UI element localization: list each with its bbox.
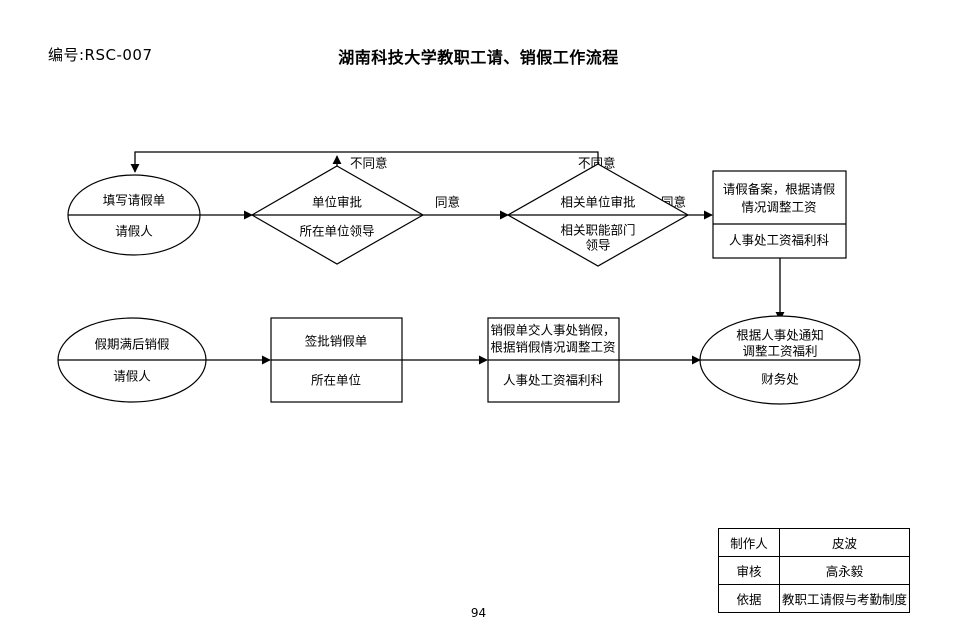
table-cell-value: 教职工请假与考勤制度 bbox=[778, 584, 911, 613]
node-leave-record-top-2: 情况调整工资 bbox=[741, 200, 816, 215]
node-unit-approval-top: 单位审批 bbox=[312, 195, 362, 210]
node-sign-cancel-form-bottom: 所在单位 bbox=[311, 373, 361, 388]
node-submit-to-hr-bottom: 人事处工资福利科 bbox=[503, 373, 604, 388]
table-row: 依据 教职工请假与考勤制度 bbox=[718, 584, 911, 613]
node-fill-leave-form-top: 填写请假单 bbox=[103, 193, 166, 208]
edge-label-reject-1: 不同意 bbox=[350, 156, 388, 171]
node-finance-adjust-bottom: 财务处 bbox=[761, 372, 799, 387]
table-cell-label: 制作人 bbox=[718, 528, 780, 557]
table-cell-value: 皮波 bbox=[778, 528, 911, 557]
node-submit-to-hr[interactable]: 销假单交人事处销假， 根据销假情况调整工资 人事处工资福利科 bbox=[487, 317, 620, 403]
node-finance-adjust[interactable]: 根据人事处通知 调整工资福利 财务处 bbox=[699, 315, 861, 405]
node-leave-record-top-1: 请假备案，根据请假 bbox=[723, 182, 836, 197]
table-cell-label: 审核 bbox=[718, 556, 780, 585]
node-related-unit-approval-bottom-1: 相关职能部门 bbox=[560, 223, 635, 238]
page-number: 94 bbox=[470, 606, 487, 620]
node-submit-to-hr-top-2: 根据销假情况调整工资 bbox=[490, 340, 615, 355]
node-sign-cancel-form[interactable]: 签批销假单 所在单位 bbox=[270, 317, 403, 403]
node-leave-record-bottom: 人事处工资福利科 bbox=[729, 233, 830, 248]
edge-label-reject-2: 不同意 bbox=[578, 156, 616, 171]
node-unit-approval-bottom: 所在单位领导 bbox=[299, 224, 374, 239]
node-leave-end-report-top: 假期满后销假 bbox=[94, 337, 170, 352]
node-unit-approval[interactable]: 单位审批 所在单位领导 bbox=[250, 165, 425, 265]
row1-connectors bbox=[200, 210, 785, 321]
node-related-unit-approval-top: 相关单位审批 bbox=[560, 195, 635, 210]
node-related-unit-approval[interactable]: 相关单位审批 相关职能部门 领导 bbox=[506, 163, 690, 267]
document-number: 编号:RSC-007 bbox=[48, 46, 153, 64]
node-finance-adjust-top-2: 调整工资福利 bbox=[742, 344, 817, 359]
node-leave-record[interactable]: 请假备案，根据请假 情况调整工资 人事处工资福利科 bbox=[712, 170, 847, 259]
edge-label-approve-1: 同意 bbox=[435, 195, 460, 210]
table-row: 审核 高永毅 bbox=[718, 556, 911, 585]
node-leave-end-report-bottom: 请假人 bbox=[113, 369, 151, 384]
node-leave-end-report[interactable]: 假期满后销假 请假人 bbox=[57, 317, 207, 403]
signature-table: 制作人 皮波 审核 高永毅 依据 教职工请假与考勤制度 bbox=[718, 528, 911, 613]
table-cell-value: 高永毅 bbox=[778, 556, 911, 585]
node-finance-adjust-top-1: 根据人事处通知 bbox=[736, 328, 824, 343]
page-title: 湖南科技大学教职工请、销假工作流程 bbox=[338, 48, 619, 67]
node-sign-cancel-form-top: 签批销假单 bbox=[305, 334, 368, 349]
node-related-unit-approval-bottom-2: 领导 bbox=[585, 238, 610, 253]
node-fill-leave-form[interactable]: 填写请假单 请假人 bbox=[67, 174, 201, 256]
node-fill-leave-form-bottom: 请假人 bbox=[115, 224, 153, 239]
table-row: 制作人 皮波 bbox=[718, 528, 911, 557]
node-submit-to-hr-top-1: 销假单交人事处销假， bbox=[490, 323, 615, 338]
